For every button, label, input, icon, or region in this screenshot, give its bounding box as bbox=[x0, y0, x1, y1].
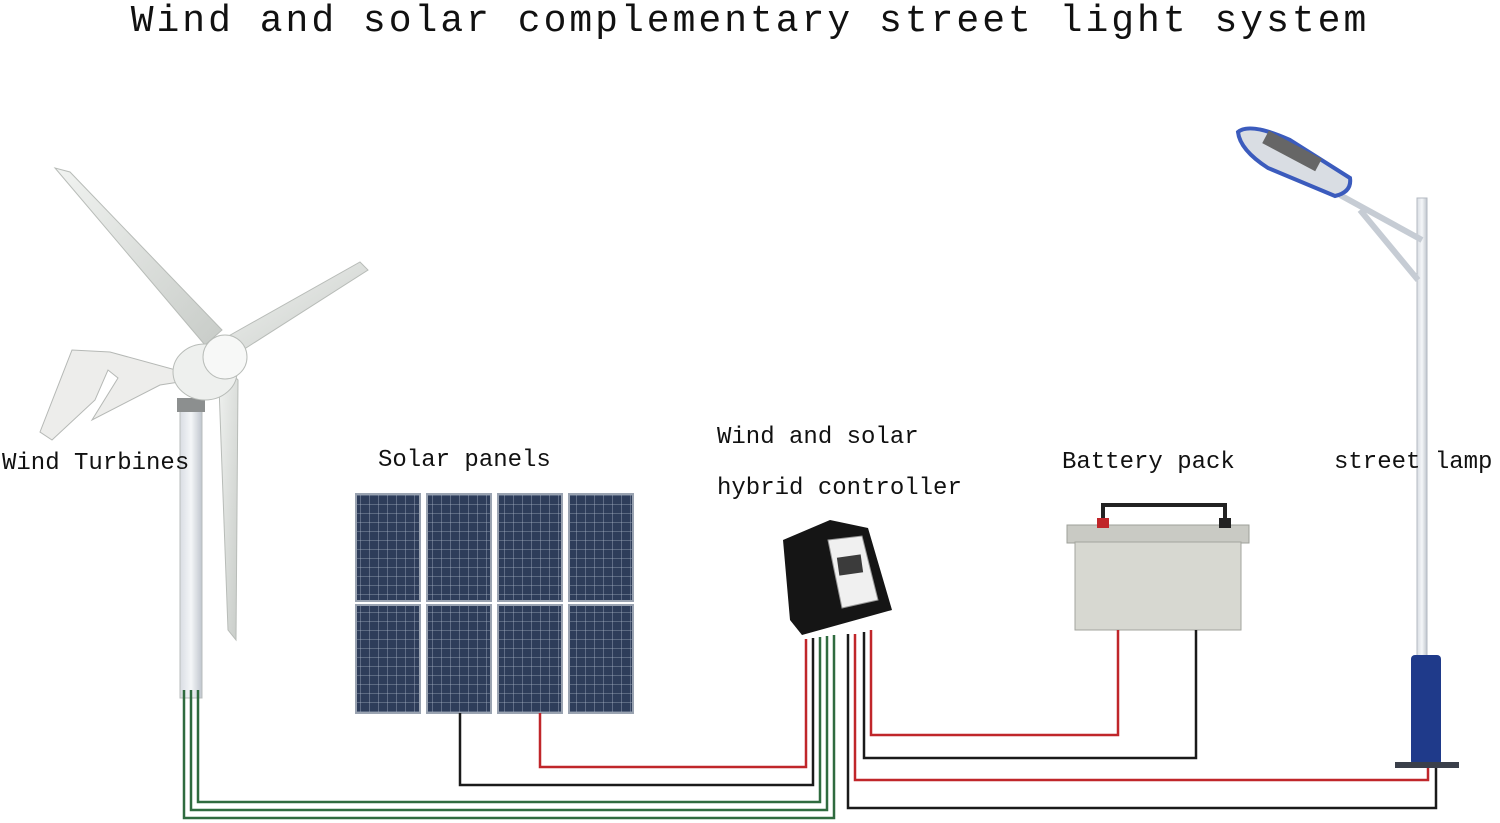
diagram-title: Wind and solar complementary street ligh… bbox=[130, 0, 1370, 43]
turbine-yaw-ring bbox=[177, 398, 205, 412]
battery-body bbox=[1074, 541, 1242, 631]
street-lamp-label: street lamp bbox=[1334, 449, 1493, 476]
turbine-tail-fin bbox=[39, 349, 206, 441]
battery-pack bbox=[1066, 503, 1250, 631]
lamp-led-strip bbox=[1262, 130, 1322, 172]
turbine-blade-right bbox=[224, 261, 369, 356]
wire-lamp-positive bbox=[853, 634, 1430, 782]
lamp-head bbox=[1235, 126, 1353, 199]
wire-solar-negative bbox=[458, 638, 815, 787]
wind-turbine-label: Wind Turbines bbox=[2, 450, 190, 477]
solar-panel bbox=[426, 493, 492, 602]
wire-battery-positive bbox=[869, 630, 1120, 737]
solar-panel bbox=[426, 604, 492, 714]
solar-panel bbox=[568, 493, 634, 602]
solar-panel bbox=[568, 604, 634, 714]
wire-green-1 bbox=[182, 635, 836, 820]
solar-panel-array bbox=[355, 493, 634, 714]
wiring bbox=[182, 630, 1438, 820]
lamp-arm bbox=[1338, 192, 1424, 282]
wire-lamp-negative bbox=[846, 634, 1438, 810]
wind-turbine bbox=[39, 167, 369, 699]
wire-solar-positive bbox=[538, 639, 808, 769]
street-lamp bbox=[1235, 126, 1459, 768]
wire-battery-negative bbox=[862, 630, 1198, 760]
hybrid-controller bbox=[783, 520, 892, 635]
solar-panel bbox=[355, 493, 421, 602]
wire-green-2 bbox=[189, 636, 829, 812]
wire-green-3 bbox=[196, 637, 822, 804]
battery-terminal-red bbox=[1097, 518, 1109, 528]
solar-panel bbox=[497, 604, 563, 714]
turbine-blade-upper bbox=[53, 167, 223, 346]
solar-panels-label: Solar panels bbox=[378, 447, 551, 474]
turbine-hub bbox=[202, 334, 248, 380]
lamp-pole bbox=[1416, 197, 1428, 669]
battery-terminal-black bbox=[1219, 518, 1231, 528]
lamp-base-plate bbox=[1395, 762, 1459, 768]
turbine-blade-lower bbox=[217, 358, 239, 642]
solar-panel bbox=[497, 493, 563, 602]
battery-pack-label: Battery pack bbox=[1062, 449, 1235, 476]
battery-cable-top bbox=[1101, 503, 1227, 528]
solar-panel bbox=[355, 604, 421, 714]
lamp-base bbox=[1411, 655, 1441, 765]
controller-display bbox=[836, 554, 864, 576]
controller-label-line1: Wind and solar bbox=[717, 424, 919, 451]
controller-label-line2: hybrid controller bbox=[717, 475, 962, 502]
